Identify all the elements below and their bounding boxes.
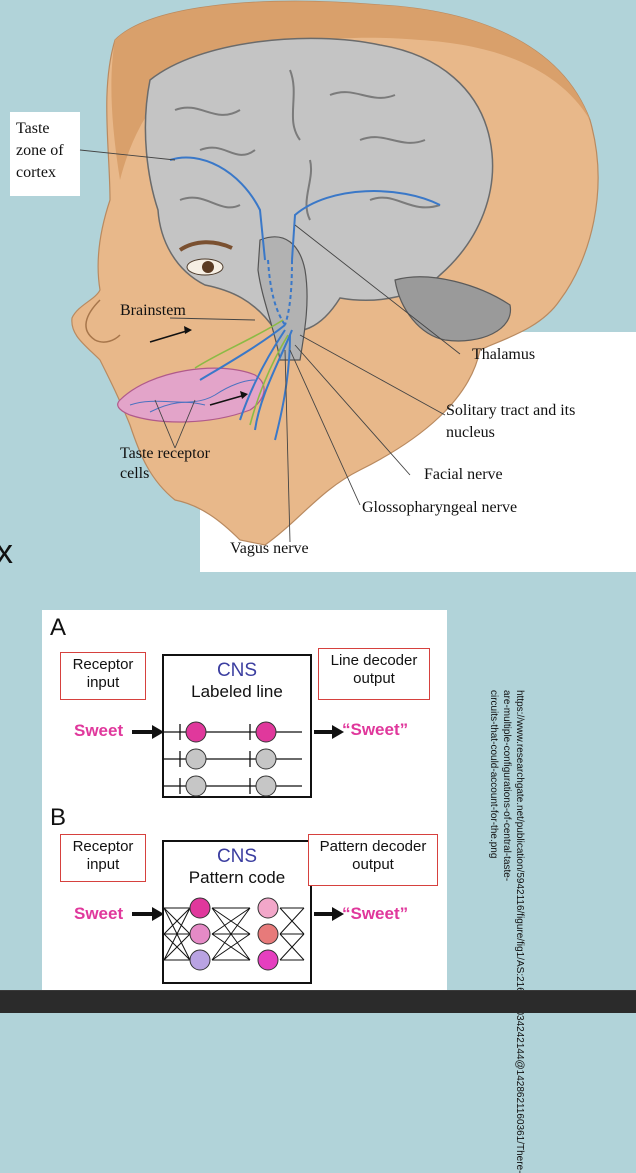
panel-b-neuron-2 (189, 923, 211, 945)
leader-lines (79, 149, 461, 543)
panel-b-decoder-box: Pattern decoder output (308, 834, 438, 886)
panel-a-cns-box (162, 654, 312, 798)
panel-a-receptor-box: Receptor input (60, 652, 146, 700)
panel-b-stimulus: Sweet (74, 904, 124, 923)
panel-b-letter: B (50, 804, 67, 831)
iris (202, 261, 214, 273)
bottom-bar (0, 990, 636, 1013)
source-url-text: https://www.researchgate.net/publication… (488, 690, 525, 1173)
panel-a-neuron-sweet-2 (255, 721, 277, 743)
panel-a-neuron-gray-3 (185, 775, 207, 797)
panel-a-line-1 (162, 724, 302, 740)
panel-a-neuron-gray-4 (255, 775, 277, 797)
cranial-nerves-green (194, 319, 289, 426)
panel-b-neuron-1 (189, 897, 211, 919)
label-solitary-tract: Solitary tract and its nucleus (446, 402, 576, 441)
panel-b-output: “Sweet” (342, 904, 409, 923)
panel-a-neuron-sweet-1 (185, 721, 207, 743)
label-thalamus: Thalamus (472, 346, 536, 363)
tongue (117, 367, 265, 423)
panel-b-cns-title: CNS (216, 846, 258, 867)
eyebrow (178, 240, 233, 252)
solitary-pathway (267, 259, 293, 326)
brain-folds (174, 69, 441, 221)
label-taste-zone: Taste zone of cortex (16, 120, 64, 181)
panel-a-output-arrowhead (332, 725, 344, 739)
label-glossopharyngeal: Glossopharyngeal nerve (362, 499, 518, 516)
panel-a-output: “Sweet” (342, 720, 409, 739)
side-x-mark: x (0, 533, 13, 571)
taste-zone-label-bg (10, 112, 80, 196)
label-brainstem: Brainstem (120, 302, 186, 319)
panel-a-neuron-gray-1 (185, 748, 207, 770)
arrow-into-tongue (149, 329, 191, 343)
panel-a-letter: A (50, 614, 67, 641)
tongue-nerves (129, 379, 256, 413)
panel-a-line-2 (162, 751, 302, 767)
panel-b-receptor-box: Receptor input (60, 834, 146, 882)
panel-a-input-arrowhead (152, 725, 164, 739)
panel-a-neuron-gray-2 (255, 748, 277, 770)
panel-b-neuron-5 (257, 923, 279, 945)
taste-pathway-illustration (10, 0, 636, 572)
cerebellum (394, 276, 511, 342)
panel-b-network (132, 897, 344, 971)
panel-b-neuron-4 (257, 897, 279, 919)
source-url-caption: https://www.researchgate.net/publication… (452, 690, 542, 1173)
panel-a-network (132, 721, 344, 797)
panel-b-code-title: Pattern code (188, 868, 286, 887)
panel-b-output-arrowhead (332, 907, 344, 921)
brain-section (144, 37, 494, 333)
panel-a-line-3 (162, 778, 302, 794)
label-facial-nerve: Facial nerve (424, 466, 503, 483)
label-taste-receptor: Taste receptor cells (120, 445, 210, 482)
arrow-head-2 (240, 391, 248, 399)
taste-coding-panel: A Receptor input CNS Labeled line Line d… (42, 610, 447, 990)
panel-a-code-title: Labeled line (191, 682, 283, 701)
cranial-nerves (199, 324, 293, 441)
nose (85, 299, 121, 343)
panel-b-input-arrowhead (152, 907, 164, 921)
panel-a-decoder-box: Line decoder output (318, 648, 430, 700)
panel-b-crossed-connections (163, 907, 305, 961)
panel-a-cns-title: CNS (216, 660, 258, 681)
arrow-head-1 (184, 326, 192, 334)
panel-a-stimulus: Sweet (74, 721, 124, 740)
label-vagus-nerve: Vagus nerve (230, 540, 309, 557)
arrow-tongue-lower (209, 394, 246, 406)
panel-b-neuron-6 (257, 949, 279, 971)
cortex-pathway (169, 156, 441, 261)
panel-b-neuron-3 (189, 949, 211, 971)
